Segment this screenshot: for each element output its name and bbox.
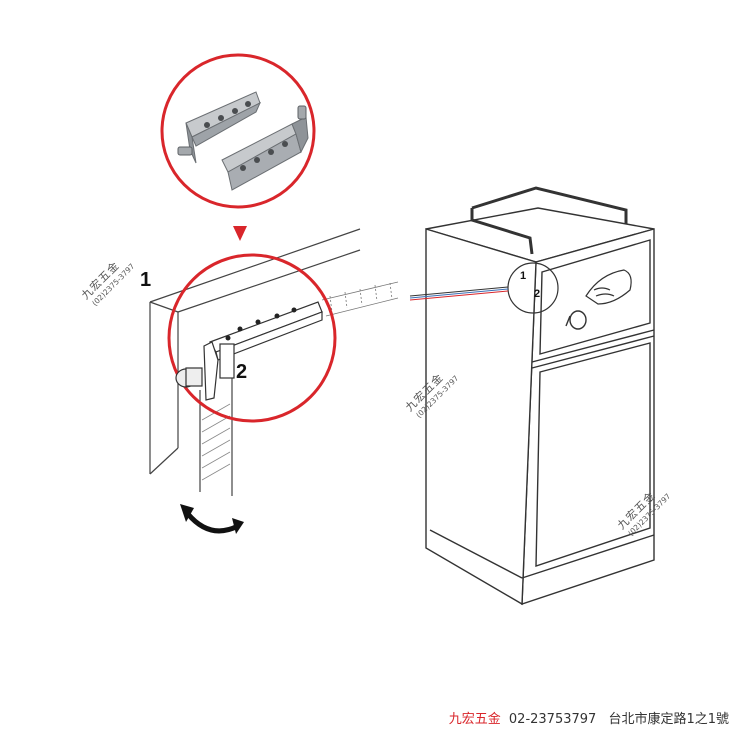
footer-phone: 02-23753797 [508,712,597,727]
hand-icon [585,269,632,305]
shelf-strip [321,281,399,317]
hinge-detail-callout [167,253,337,423]
cabinet-full-view [425,186,655,606]
detail-label-1: 1 [140,269,151,291]
hinge-bracket-left-photo [177,91,262,164]
cabinet-label-1: 1 [520,270,526,282]
hinge-detail-circle [167,253,337,423]
cabinet-label-2: 2 [534,288,540,300]
cabinet-hinge-callout-circle [507,262,559,314]
callout-leader-lines [409,286,509,301]
watermark-top-left: 九宏五金 (02)2375-3797 [78,258,136,307]
footer-address: 台北市康定路1之1號 [608,712,729,727]
footer-contact: 九宏五金 02-23753797 台北市康定路1之1號 [449,708,729,727]
detail-label-2: 2 [236,361,247,383]
rotation-arrow-icon [180,504,244,534]
hinge-photo-callout [160,53,316,209]
footer-brand: 九宏五金 [448,712,501,727]
photo-circle [160,53,316,209]
callout-pointer-arrow [233,226,247,241]
hinge-bracket-right-photo [221,105,309,191]
cabinet-corner-detail [149,228,361,496]
